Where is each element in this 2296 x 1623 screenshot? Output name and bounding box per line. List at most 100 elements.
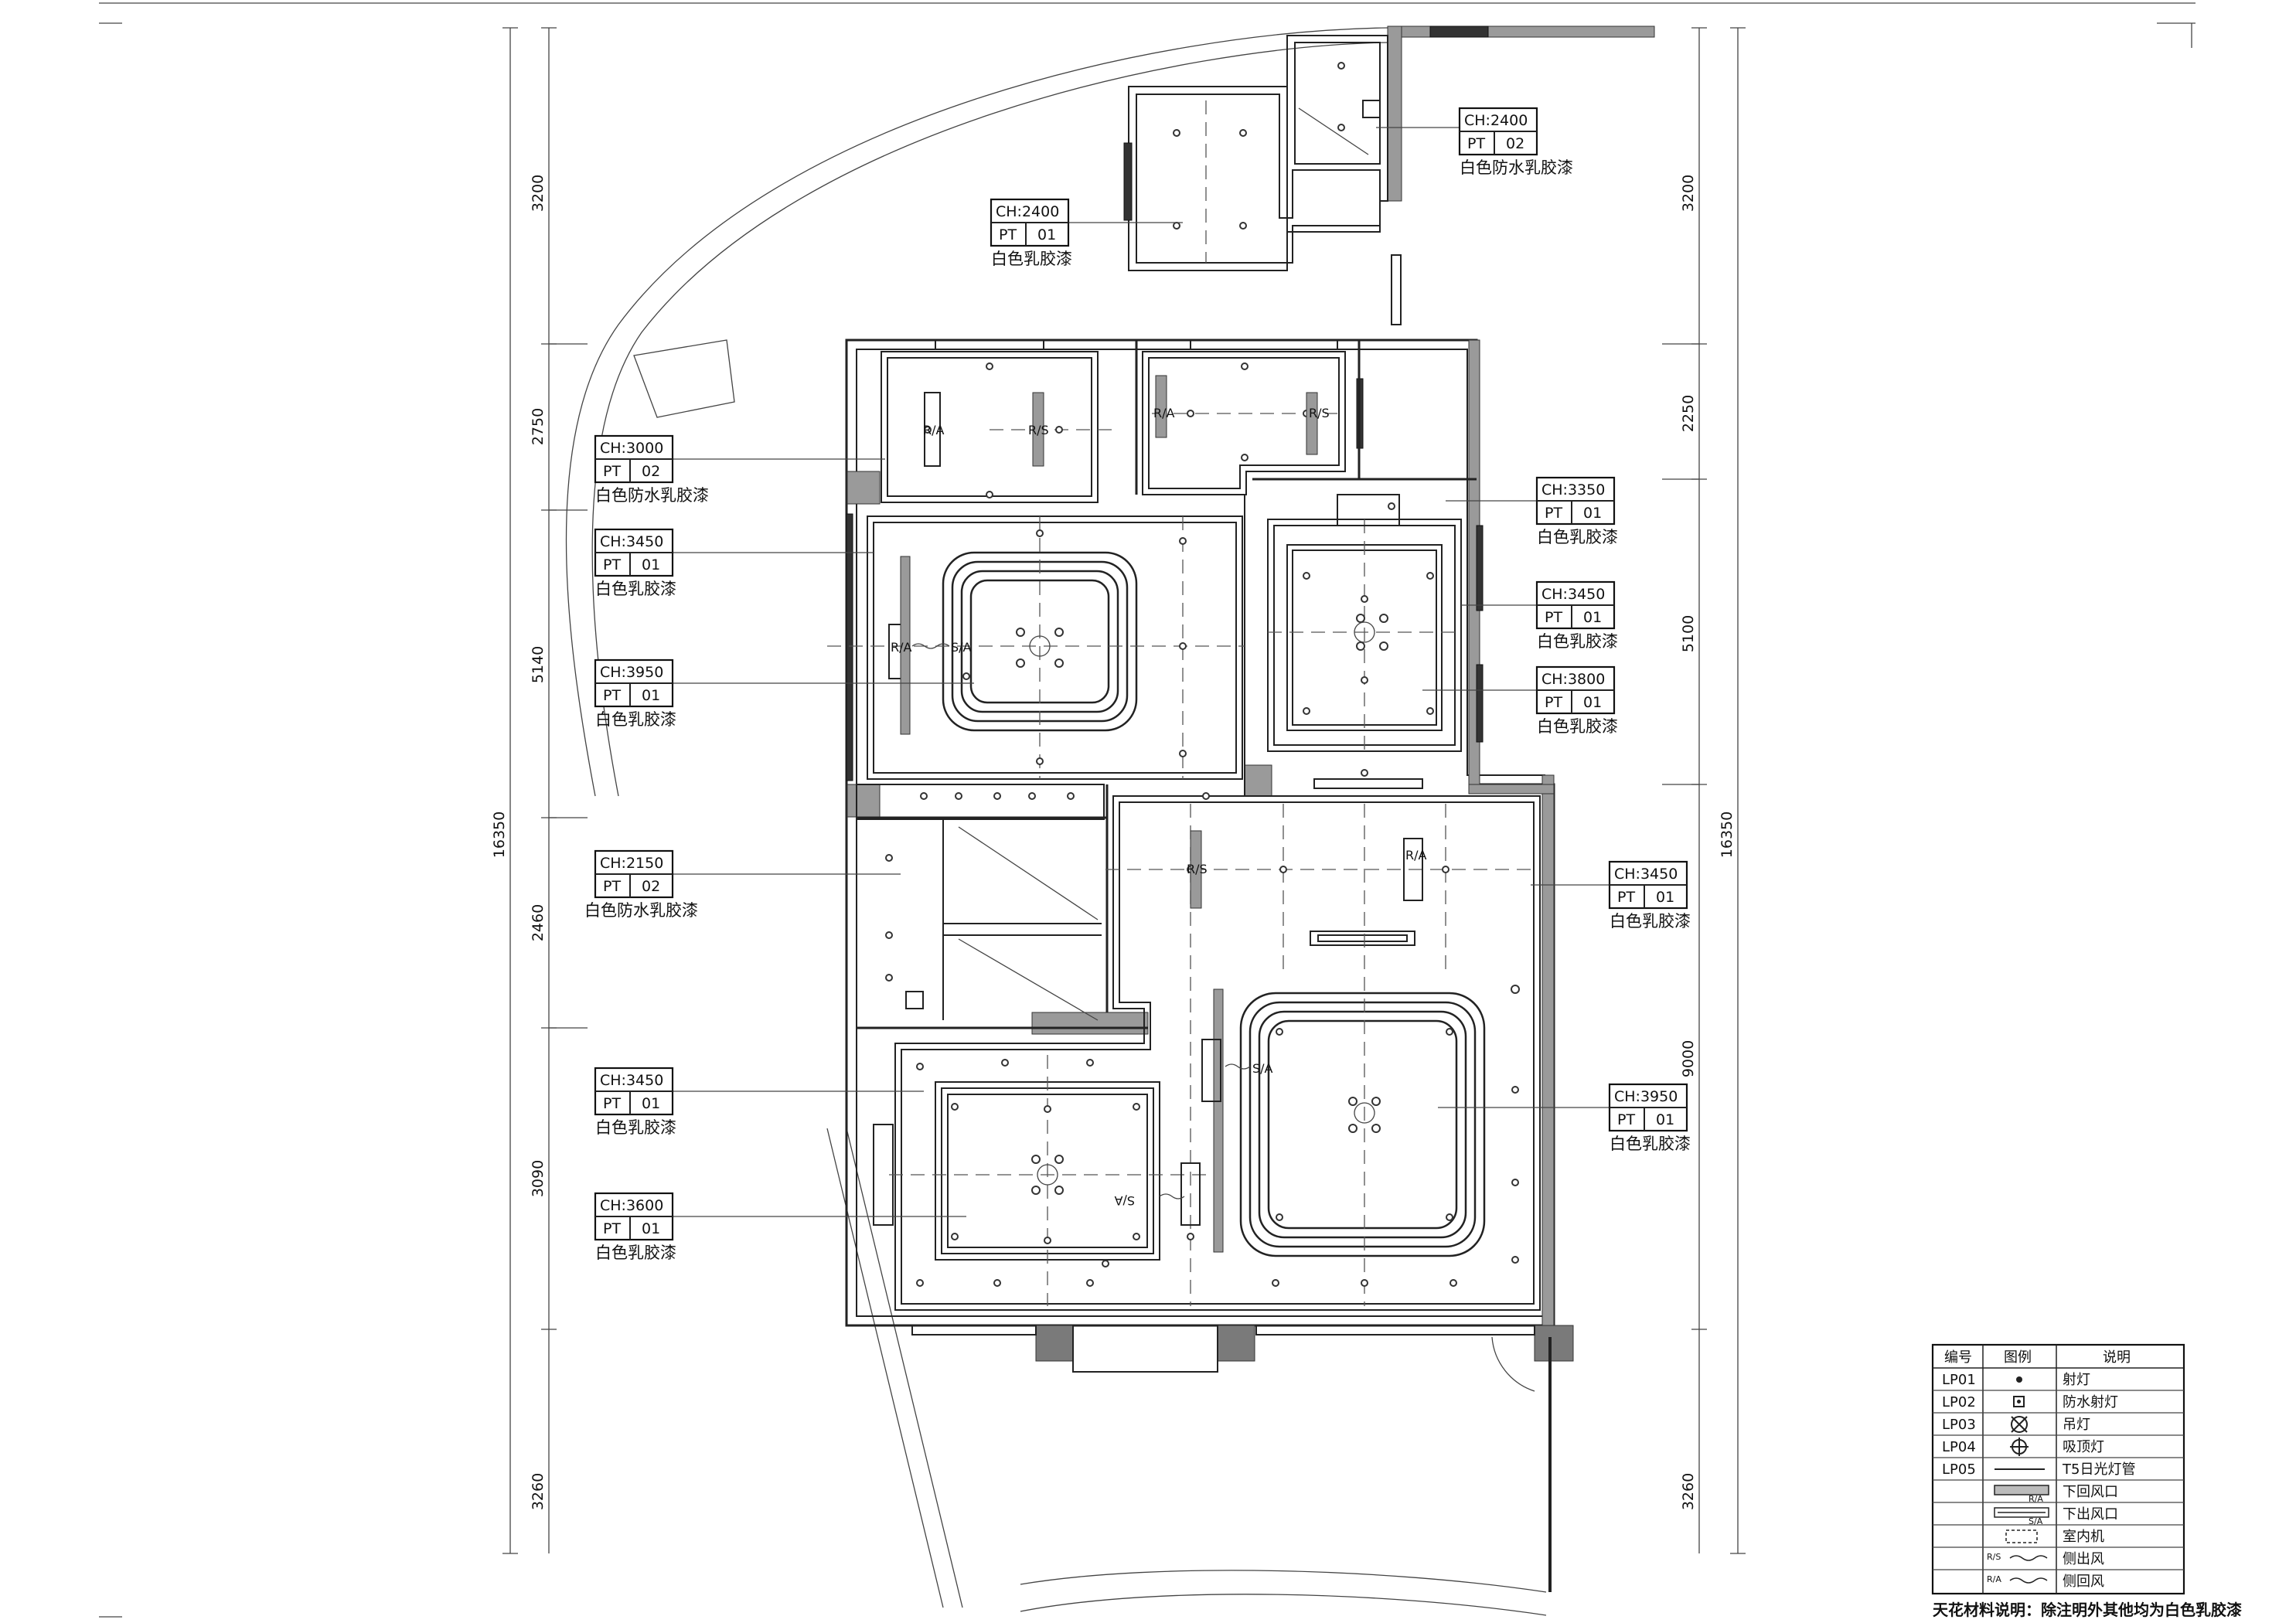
tag-ch: CH:3450 [600, 1072, 663, 1089]
dim-left-total: 16350 [491, 812, 508, 858]
tag-num: 01 [1656, 1111, 1674, 1128]
grille-label-rs-2: R/S [1309, 406, 1330, 420]
legend-header-desc: 说明 [2103, 1349, 2131, 1366]
legend-mark: R/A [1987, 1574, 2001, 1584]
tag-ch: CH:3950 [1614, 1088, 1678, 1105]
tag-num: 01 [642, 556, 660, 573]
ceiling-tag: CH:3600 PT 01 白色乳胶漆 [594, 1192, 676, 1262]
legend-code: LP05 [1942, 1461, 1976, 1478]
tag-num: 02 [642, 878, 660, 895]
sheet-border [99, 2, 2196, 1618]
ceiling-material-footnote: 天花材料说明：除注明外其他均为白色乳胶漆 [1933, 1601, 2242, 1619]
legend-desc: 吸顶灯 [2063, 1439, 2104, 1455]
tag-num: 02 [1506, 135, 1524, 152]
legend-desc: 防水射灯 [2063, 1394, 2118, 1410]
tag-num: 01 [642, 1220, 660, 1237]
tag-code: PT [1545, 609, 1562, 626]
legend-mark: R/A [2029, 1494, 2043, 1504]
waterproof-spotlight-icon [2013, 1396, 2025, 1407]
dim-right-total: 16350 [1719, 812, 1736, 858]
grille-label-rs-3: R/S [1187, 862, 1208, 876]
side-supply-icon [2009, 1555, 2048, 1561]
tag-note: 白色乳胶漆 [1537, 717, 1618, 736]
tag-note: 白色乳胶漆 [1610, 912, 1691, 931]
legend-desc: T5日光灯管 [2062, 1461, 2135, 1478]
legend-desc: 侧出风 [2063, 1551, 2104, 1567]
supply-vent-icon [1994, 1507, 2049, 1518]
tag-note: 白色乳胶漆 [1537, 632, 1618, 651]
tag-num: 01 [1037, 226, 1056, 243]
legend-code: LP01 [1942, 1372, 1976, 1388]
legend-mark: S/A [2029, 1516, 2043, 1526]
tag-ch: CH:2150 [600, 855, 663, 872]
tag-code: PT [603, 878, 621, 895]
dim-right-2: 2250 [1680, 395, 1697, 432]
tag-ch: CH:3450 [600, 533, 663, 550]
walls [845, 26, 1655, 1592]
dim-right-1: 3200 [1680, 175, 1697, 212]
tag-code: PT [1467, 135, 1485, 152]
pendant-lamp-icon [2011, 1416, 2028, 1433]
tag-code: PT [603, 1220, 621, 1237]
tag-ch: CH:2400 [1464, 112, 1528, 129]
tag-code: PT [603, 463, 621, 480]
ceiling-tag: CH:3000 PT 02 白色防水乳胶漆 [594, 434, 709, 505]
legend-mark: R/S [1987, 1552, 2001, 1562]
ceiling-tag: CH:3350 PT 01 白色乳胶漆 [1535, 476, 1618, 546]
legend-code: LP04 [1942, 1439, 1976, 1455]
tag-code: PT [1617, 1111, 1635, 1128]
dim-right-4: 9000 [1680, 1040, 1697, 1077]
tag-num: 01 [1583, 694, 1602, 711]
grille-label-ra-1: R/A [923, 423, 945, 437]
tag-ch: CH:3600 [600, 1197, 663, 1214]
legend-header-code: 编号 [1944, 1349, 1972, 1366]
tag-ch: CH:3350 [1541, 481, 1605, 498]
tag-note: 白色乳胶漆 [1610, 1135, 1691, 1153]
tag-ch: CH:2400 [996, 203, 1059, 220]
tag-num: 01 [642, 687, 660, 704]
tag-note: 白色乳胶漆 [991, 250, 1072, 268]
tag-num: 01 [1656, 889, 1674, 906]
tag-num: 01 [1583, 609, 1602, 626]
lighting-axes [827, 100, 1538, 1306]
tag-code: PT [1545, 694, 1562, 711]
dimension-lines: 3200 2750 5140 2460 3090 3260 16350 3200… [491, 27, 1746, 1554]
grille-label-ra-3: R/A [891, 640, 912, 655]
legend-table: 编号 图例 说明 LP01 LP02 LP03 LP04 LP05 R/A S/… [1931, 1343, 2185, 1595]
spotlight-icon [2016, 1376, 2022, 1383]
tag-code: PT [1545, 505, 1562, 522]
side-return-icon [2009, 1577, 2048, 1584]
dim-left-6: 3260 [530, 1473, 547, 1510]
tag-note: 白色乳胶漆 [595, 1118, 676, 1137]
grille-label-rs-1: R/S [1028, 423, 1049, 437]
ceiling-tag: CH:3800 PT 01 白色乳胶漆 [1535, 665, 1618, 736]
tag-code: PT [603, 687, 621, 704]
tag-ch: CH:3000 [600, 440, 663, 457]
dim-left-3: 5140 [530, 646, 547, 683]
tag-num: 01 [1583, 505, 1602, 522]
tag-note: 白色乳胶漆 [595, 710, 676, 729]
ceiling-tag: CH:3950 PT 01 白色乳胶漆 [1608, 1083, 1691, 1153]
grille-label-ra-4: R/A [1405, 848, 1427, 863]
tag-note: 白色乳胶漆 [1537, 528, 1618, 546]
tag-ch: CH:3450 [1541, 586, 1605, 603]
hvac-grilles: R/A R/S R/A R/S R/A S/A R/S R/A S/A S/A [888, 375, 1427, 1253]
grille-label-sa-2: S/A [1252, 1061, 1273, 1076]
return-vent-icon [1994, 1485, 2049, 1495]
legend-code: LP02 [1942, 1394, 1976, 1410]
legend-desc: 射灯 [2063, 1372, 2090, 1388]
ceiling-tag: CH:3450 PT 01 白色乳胶漆 [1535, 580, 1618, 651]
tag-ch: CH:3450 [1614, 866, 1678, 883]
legend-code: LP03 [1942, 1417, 1976, 1433]
leader-lines [643, 127, 1610, 1217]
tag-ch: CH:3950 [600, 664, 663, 681]
ceiling-tag: CH:2400 PT 02 白色防水乳胶漆 [1458, 107, 1573, 177]
ceiling-lamp-icon [2010, 1438, 2029, 1456]
dim-left-2: 2750 [530, 408, 547, 445]
tag-note: 白色防水乳胶漆 [584, 901, 698, 920]
tag-ch: CH:3800 [1541, 671, 1605, 688]
tag-code: PT [1617, 889, 1635, 906]
grille-label-sa-3: S/A [1114, 1193, 1135, 1208]
dim-right-5: 3260 [1680, 1473, 1697, 1510]
